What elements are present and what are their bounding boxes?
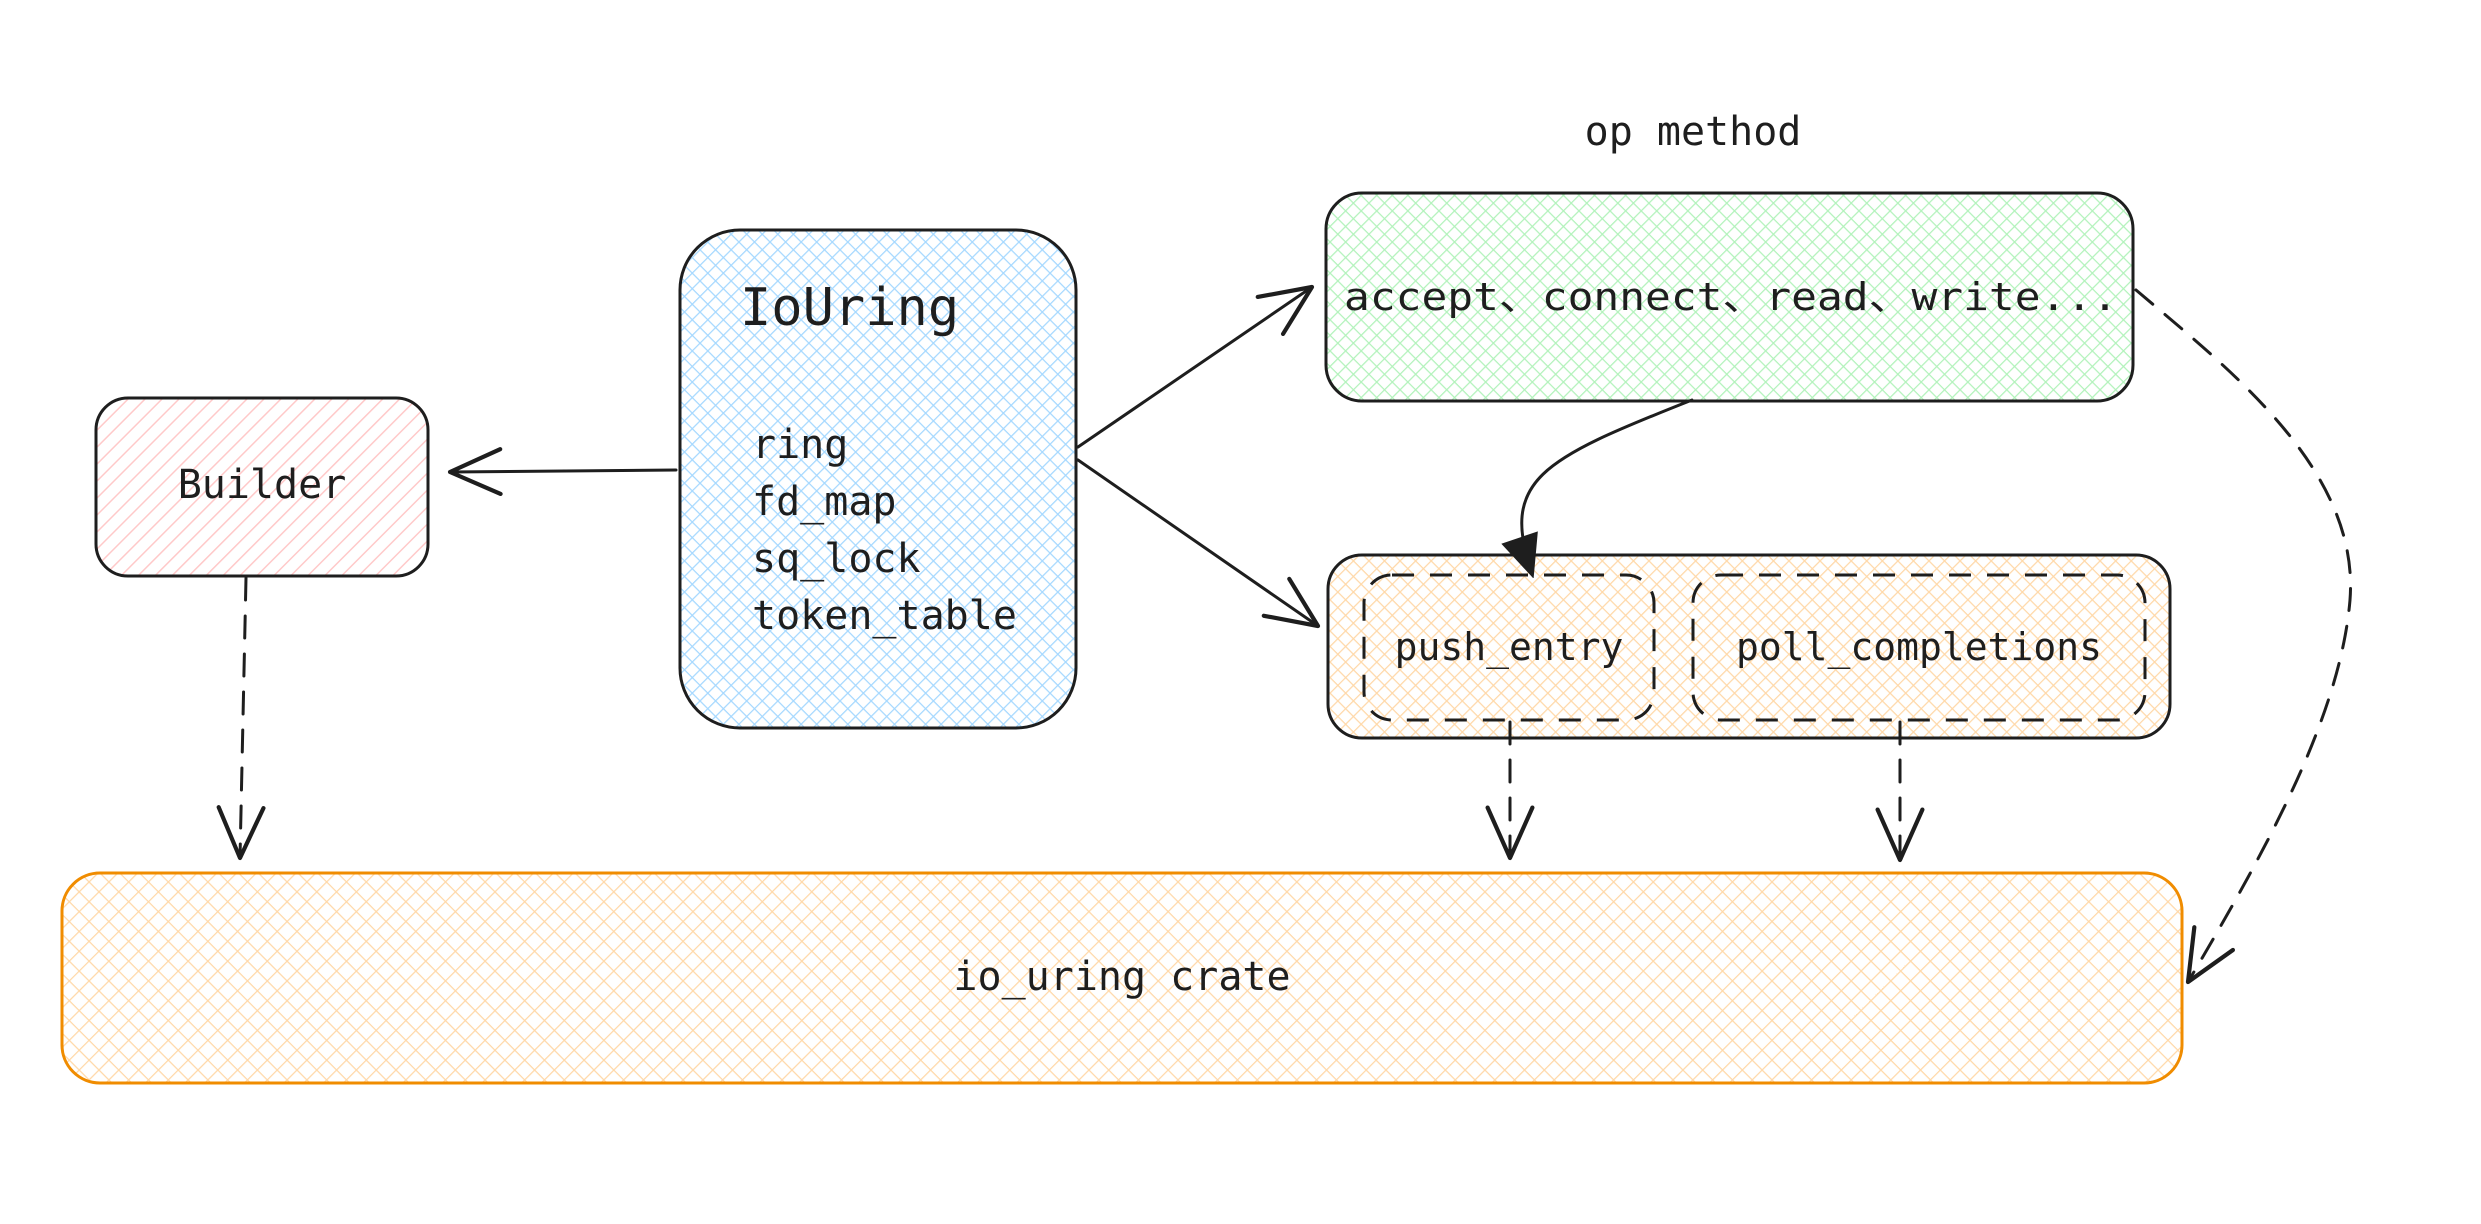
poll-completions-node[interactable]: poll_completions <box>1691 573 2147 722</box>
builder-box <box>94 396 430 578</box>
io-uring-crate-node[interactable]: io_uring crate <box>60 871 2184 1085</box>
push-entry-label: push_entry <box>1395 625 1624 670</box>
iouring-field-fd-map: fd_map <box>752 479 897 525</box>
iouring-title: IoUring <box>740 278 959 338</box>
iouring-field-sq-lock: sq_lock <box>752 536 921 582</box>
op-method-caption: op method <box>1585 109 1802 155</box>
io-uring-crate-label: io_uring crate <box>953 954 1290 1000</box>
iouring-box <box>678 228 1078 730</box>
edge-iouring-to-internal <box>1076 458 1321 629</box>
op-methods-label: accept、connect、read、write... <box>1344 275 2118 319</box>
internal-functions-box <box>1326 553 2172 740</box>
op-methods-box <box>1324 191 2135 403</box>
internal-functions-node: push_entry poll_completions <box>1326 553 2172 740</box>
iouring-field-token-table: token_table <box>752 593 1017 639</box>
iouring-node[interactable]: IoUring ring fd_map sq_lock token_table <box>678 228 1078 730</box>
iouring-field-ring: ring <box>752 422 848 468</box>
builder-node[interactable]: Builder <box>94 396 430 578</box>
builder-label: Builder <box>178 462 347 508</box>
edge-op-methods-to-crate <box>2134 288 2352 985</box>
edge-builder-to-crate <box>216 576 266 861</box>
op-methods-node[interactable]: accept、connect、read、write... <box>1324 191 2135 403</box>
poll-completions-box <box>1691 573 2147 722</box>
edge-op-methods-to-push-entry <box>1522 398 1694 574</box>
edge-iouring-to-builder <box>447 447 678 497</box>
io-uring-crate-box <box>60 871 2184 1085</box>
poll-completions-label: poll_completions <box>1736 625 2102 670</box>
edge-iouring-to-op-methods <box>1076 284 1315 449</box>
